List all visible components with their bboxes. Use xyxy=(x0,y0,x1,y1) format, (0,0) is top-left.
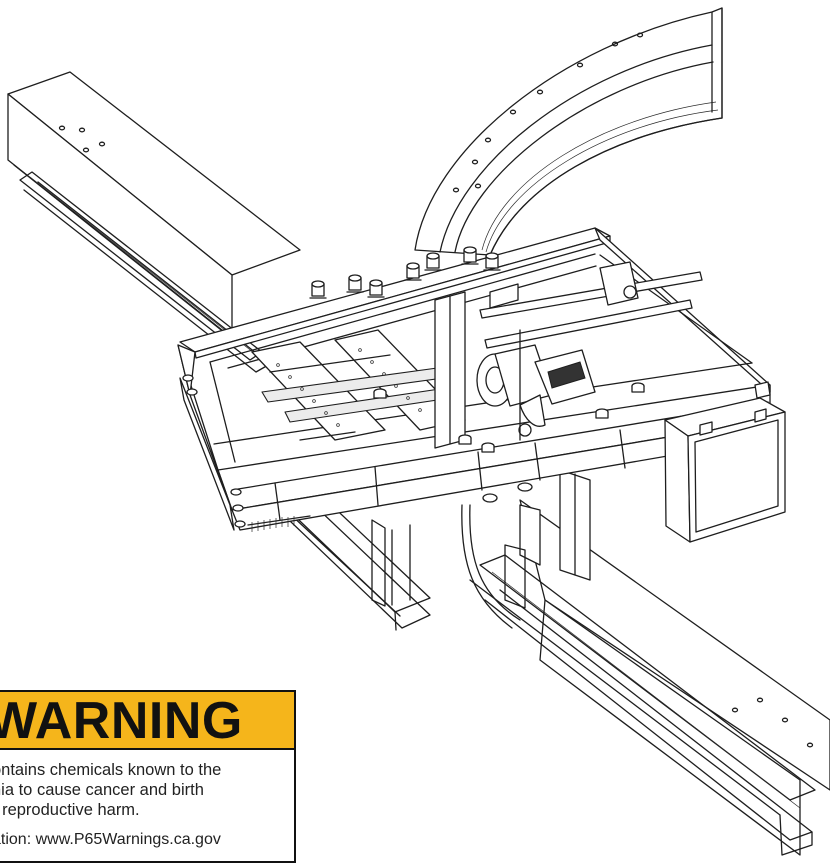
warning-info-url: ation: www.P65Warnings.ca.gov xyxy=(0,831,221,848)
left-rail-bolt-holes xyxy=(58,125,106,153)
warning-body-line: nia to cause cancer and birth xyxy=(0,781,204,799)
right-rail-beam xyxy=(469,499,830,856)
electrical-enclosure xyxy=(664,381,786,543)
warning-header: WARNING xyxy=(0,692,294,750)
bus-bar-comb xyxy=(247,515,311,532)
warning-body-line: ontains chemicals known to the xyxy=(0,761,222,779)
curved-rail xyxy=(414,7,723,256)
warning-body: ontains chemicals known to the nia to ca… xyxy=(0,760,292,820)
plate-holes xyxy=(276,348,422,427)
cross-plates xyxy=(251,329,466,441)
right-rail-bolt-holes xyxy=(731,697,814,748)
deck-bolts xyxy=(309,246,501,299)
warning-body-line: r reproductive harm. xyxy=(0,801,140,819)
drive-assembly xyxy=(434,261,703,449)
front-bolts xyxy=(182,374,645,528)
warning-title: WARNING xyxy=(0,692,243,750)
support-posts xyxy=(461,469,591,629)
curved-rail-bolt-holes xyxy=(452,32,644,193)
prop65-warning-label: WARNING ontains chemicals known to the n… xyxy=(0,690,296,863)
